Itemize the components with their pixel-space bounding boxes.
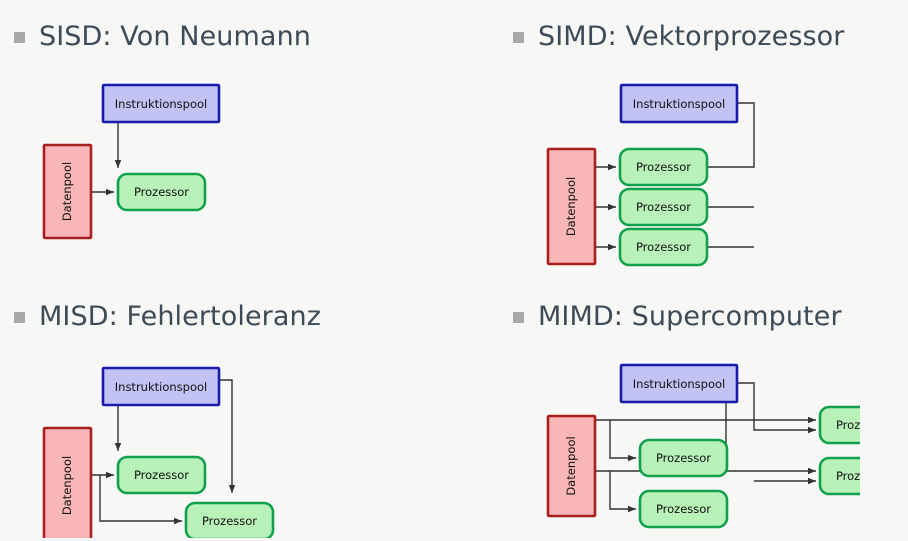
quadrant-sisd: SISD: Von Neumann Instruktionspool Dat — [0, 0, 454, 280]
node-instruction-pool-label: Instruktionspool — [633, 97, 725, 111]
diagram-sisd-svg: Instruktionspool Datenpool Prozessor — [42, 83, 221, 240]
heading-sisd: SISD: Von Neumann — [14, 23, 311, 50]
node-data-pool — [546, 147, 597, 266]
node-data-pool-label: Datenpool — [60, 162, 74, 221]
diagram-misd-svg: Instruktionspool Datenpool Prozessor Pro… — [42, 366, 275, 538]
node-instruction-pool — [619, 363, 739, 404]
node-processor-2 — [184, 501, 275, 538]
bullet-square-icon — [14, 312, 25, 323]
bullet-square-icon — [513, 312, 524, 323]
diagram-sisd: Instruktionspool Datenpool Prozessor — [30, 75, 250, 260]
diagram-simd: Instruktionspool Datenpool Prozessor Pro… — [540, 78, 820, 273]
node-data-pool-label: Datenpool — [60, 456, 74, 515]
heading-mimd: MIMD: Supercomputer — [513, 303, 842, 330]
edge-data-to-processor-2 — [99, 475, 182, 525]
node-processor-inner-2-label: Prozessor — [656, 502, 711, 516]
heading-label: MIMD: Supercomputer — [538, 301, 842, 332]
node-processor — [116, 172, 207, 212]
heading-label: SISD: Von Neumann — [39, 21, 311, 52]
diagram-simd-svg: Instruktionspool Datenpool Prozessor Pro… — [546, 83, 755, 267]
heading-label: MISD: Fehlertoleranz — [39, 301, 322, 332]
node-processor-label: Prozessor — [134, 185, 189, 199]
node-processor-1-label: Prozessor — [636, 160, 691, 174]
node-instruction-pool-label: Instruktionspool — [633, 377, 725, 391]
edge-instruction-to-processor-2 — [219, 379, 236, 493]
node-processor-right-2-label: Prozessor — [836, 469, 860, 483]
node-data-pool — [546, 414, 597, 518]
node-processor-right-1 — [818, 405, 860, 445]
node-instruction-pool — [101, 83, 221, 124]
edge-instruction-to-right-processor-1 — [737, 382, 816, 434]
node-processor-right-1-label: Prozessor — [836, 418, 860, 432]
node-processor-1-label: Prozessor — [134, 468, 189, 482]
quadrant-simd: SIMD: Vektorprozessor Instru — [454, 0, 908, 280]
node-processor-1 — [116, 455, 207, 495]
node-processor-1 — [618, 147, 709, 187]
edge-data-to-inner-processor-1 — [609, 420, 636, 462]
quadrant-mimd: MIMD: Supercomputer — [454, 280, 908, 541]
node-instruction-pool-label: Instruktionspool — [115, 380, 207, 394]
node-processor-3 — [618, 227, 709, 267]
edge-data-to-inner-processor-2 — [609, 471, 636, 513]
node-instruction-pool — [101, 366, 221, 407]
node-processor-right-2 — [818, 456, 860, 496]
node-processor-3-label: Prozessor — [636, 240, 691, 254]
node-instruction-pool-label: Instruktionspool — [115, 97, 207, 111]
node-processor-2-label: Prozessor — [636, 200, 691, 214]
diagram-mimd: Instruktionspool Datenpool Prozessor Pro… — [540, 358, 860, 541]
diagram-mimd-svg: Instruktionspool Datenpool Prozessor Pro… — [546, 363, 860, 529]
diagram-misd: Instruktionspool Datenpool Prozessor Pro… — [30, 358, 290, 538]
node-processor-2 — [618, 187, 709, 227]
node-processor-2-label: Prozessor — [202, 514, 257, 528]
bullet-square-icon — [14, 32, 25, 43]
node-data-pool — [42, 426, 93, 538]
heading-misd: MISD: Fehlertoleranz — [14, 303, 321, 330]
node-processor-inner-1 — [638, 438, 729, 478]
bullet-square-icon — [513, 32, 524, 43]
heading-label: SIMD: Vektorprozessor — [538, 21, 845, 52]
quadrant-misd: MISD: Fehlertoleranz Instrukt — [0, 280, 454, 541]
node-data-pool-label: Datenpool — [564, 436, 578, 495]
heading-simd: SIMD: Vektorprozessor — [513, 23, 845, 50]
edge-instruction-to-processor-1 — [677, 102, 755, 171]
node-processor-inner-1-label: Prozessor — [656, 451, 711, 465]
node-instruction-pool — [619, 83, 739, 124]
node-data-pool — [42, 143, 93, 240]
node-processor-inner-2 — [638, 489, 729, 529]
node-data-pool-label: Datenpool — [564, 177, 578, 236]
